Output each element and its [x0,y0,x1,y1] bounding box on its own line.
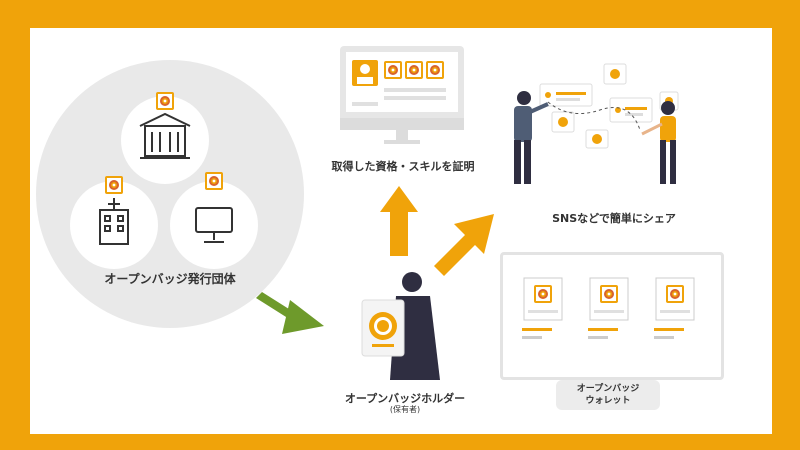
arrow-icon [380,186,418,256]
badge-icon [205,172,223,190]
holder-sublabel: (保有者) [389,405,421,414]
sns-share-illustration [514,63,679,184]
computer-monitor [340,46,464,144]
building-icon [139,112,191,159]
badge-icon [105,176,123,194]
office-circle [70,181,158,269]
wallet-label-line1: オープンバッジ [576,384,640,394]
badge-icon [156,92,174,110]
wallet-label: オープンバッジ ウォレット [556,380,660,410]
holder-illustration [361,272,440,380]
monitor-label: 取得した資格・スキルを証明 [331,160,475,173]
holder-label: オープンバッジホルダー [344,392,466,405]
wallet-panel [500,252,724,380]
building-circle [121,96,209,184]
share-label: SNSなどで簡単にシェア [552,212,676,225]
wallet-label-line2: ウォレット [585,396,631,406]
arrow-icon [256,292,324,334]
issuer-label: オープンバッジ発行団体 [104,272,236,286]
office-tower-icon [99,198,129,245]
arrow-icon [434,214,494,276]
computer-circle [170,181,258,269]
computer-monitor-icon [195,207,233,243]
